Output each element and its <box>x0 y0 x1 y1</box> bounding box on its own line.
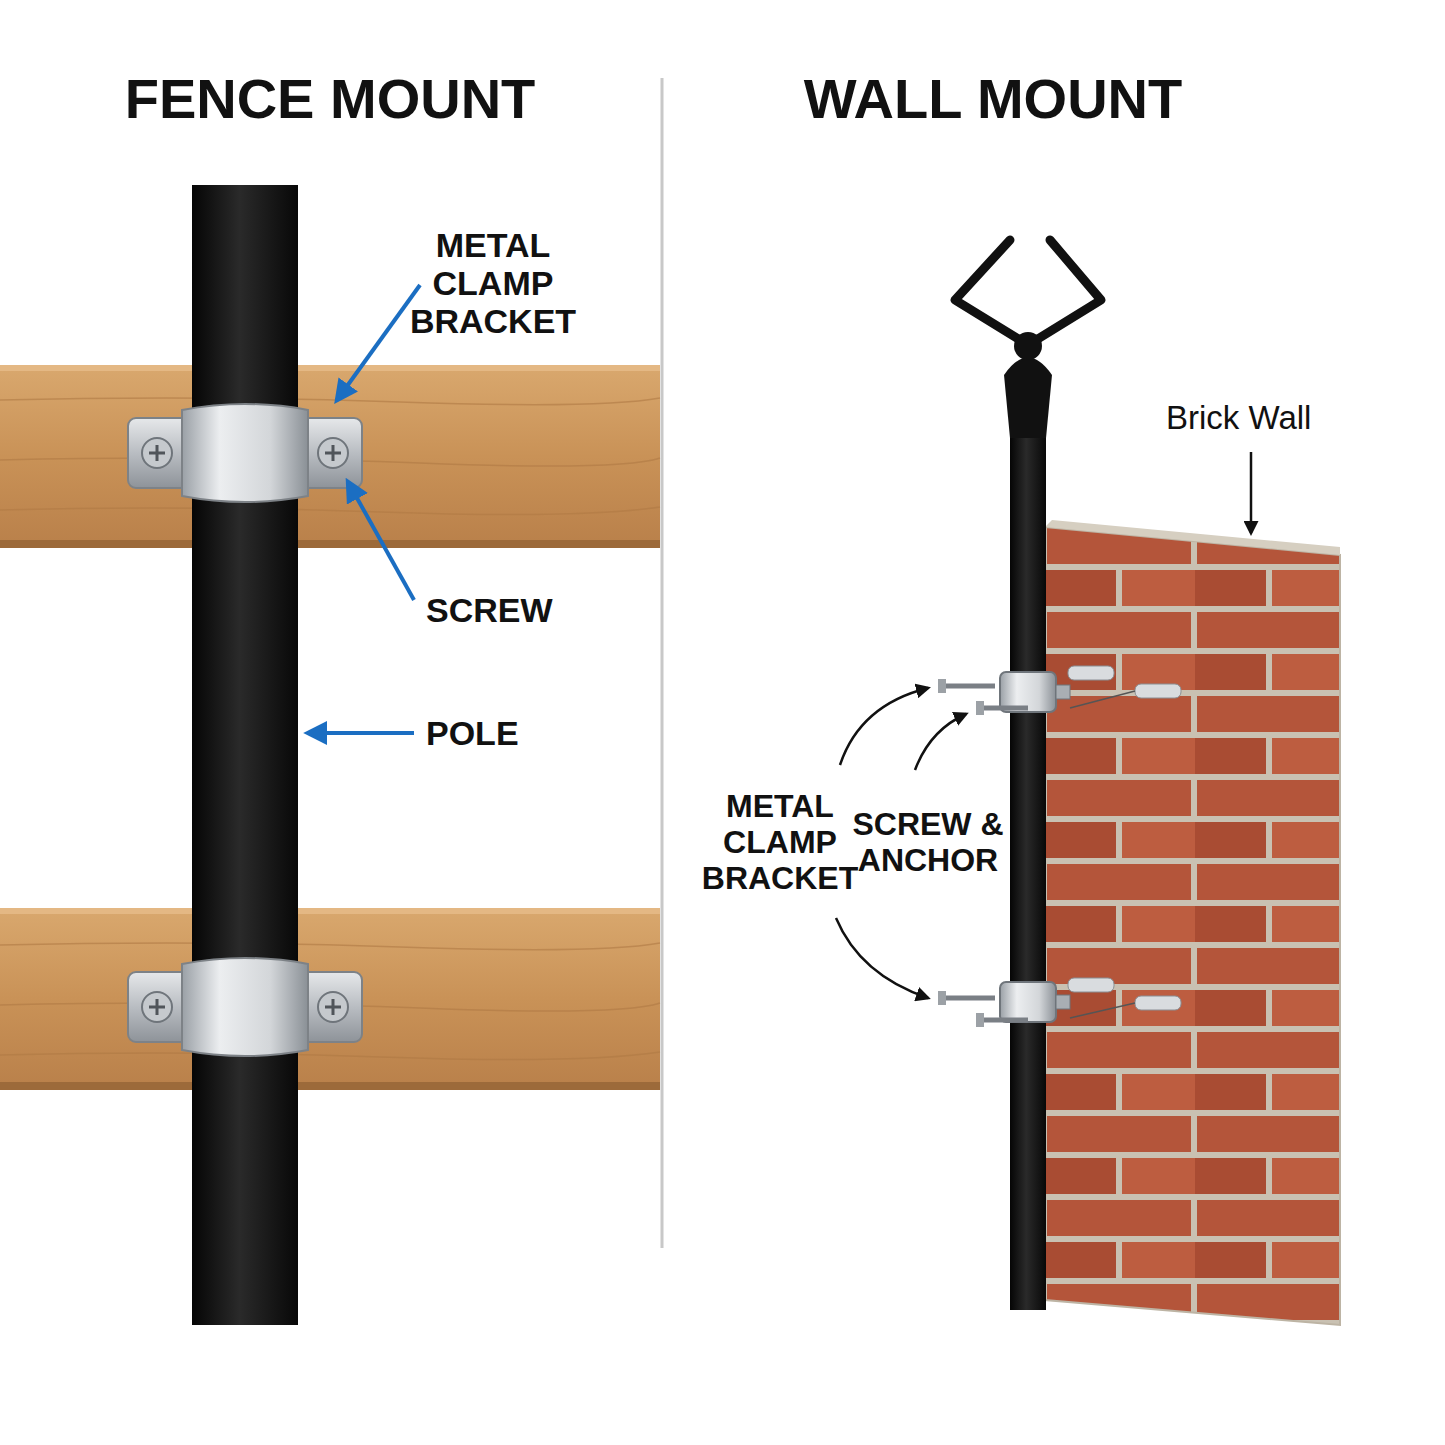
panel-heading: FENCE MOUNT <box>100 68 560 131</box>
part-label: SCREW & ANCHOR <box>848 807 1008 879</box>
part-label: Brick Wall <box>1166 400 1406 437</box>
part-label: SCREW <box>426 591 626 629</box>
part-label: POLE <box>426 714 626 752</box>
panel-heading: WALL MOUNT <box>763 68 1223 131</box>
part-label: METAL CLAMP BRACKET <box>695 789 865 896</box>
part-label: METAL CLAMP BRACKET <box>393 226 593 340</box>
